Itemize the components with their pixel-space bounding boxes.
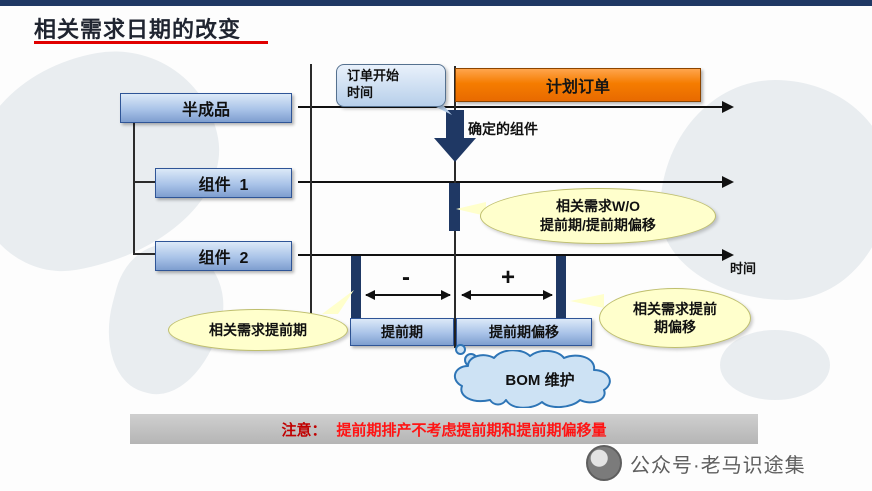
title-underline bbox=[34, 41, 268, 44]
wo-callout-line1: 相关需求W/O bbox=[556, 198, 640, 215]
note-bar: 注意： 提前期排产不考虑提前期和提前期偏移量 bbox=[130, 414, 758, 444]
cloud-shape bbox=[453, 350, 611, 408]
node-component-1: 组件 1 bbox=[155, 168, 292, 198]
thought-bubble-icon bbox=[455, 344, 466, 355]
leadtime-bar bbox=[351, 256, 361, 318]
offset-callout-label: 相关需求提前期偏移 bbox=[633, 300, 717, 335]
down-arrow-icon bbox=[446, 110, 464, 138]
timeline-semifinished bbox=[298, 101, 734, 113]
node-semifinished: 半成品 bbox=[120, 93, 292, 123]
minus-range-arrow bbox=[365, 290, 451, 300]
plus-range-arrow bbox=[461, 290, 553, 300]
planned-order-box: 计划订单 bbox=[455, 68, 701, 102]
world-map-watermark bbox=[660, 80, 872, 300]
bom-maintenance-label: BOM 维护 bbox=[505, 371, 575, 389]
page-title: 相关需求日期的改变 bbox=[34, 17, 242, 42]
plus-sign: + bbox=[500, 264, 515, 291]
hierarchy-connector-component-2 bbox=[133, 253, 155, 255]
callout-tail bbox=[322, 290, 354, 314]
minus-sign: - bbox=[402, 264, 410, 291]
watermark-logo-icon bbox=[586, 445, 622, 481]
watermark: 公众号·老马识途集 bbox=[586, 445, 806, 481]
dependent-requirement-bar-component-1 bbox=[449, 183, 460, 231]
dependent-requirement-offset-callout: 相关需求提前期偏移 bbox=[599, 288, 751, 348]
timeline-component-2 bbox=[298, 249, 734, 261]
leadtime-offset-box: 提前期偏移 bbox=[456, 318, 592, 346]
dependent-requirement-wo-callout: 相关需求W/O 提前期/提前期偏移 bbox=[480, 188, 716, 244]
leadtime-box: 提前期 bbox=[350, 318, 454, 346]
order-start-reference-line bbox=[310, 64, 312, 346]
time-axis-label: 时间 bbox=[730, 261, 757, 276]
dependent-requirement-leadtime-callout: 相关需求提前期 bbox=[168, 309, 348, 351]
note-text: 提前期排产不考虑提前期和提前期偏移量 bbox=[336, 421, 607, 439]
node-component-2: 组件 2 bbox=[155, 241, 292, 271]
order-start-callout-label: 订单开始时间 bbox=[347, 68, 400, 100]
down-arrow-icon bbox=[434, 138, 476, 162]
hierarchy-connector-vertical bbox=[133, 121, 135, 255]
note-prefix: 注意： bbox=[281, 421, 327, 439]
confirmed-component-label: 确定的组件 bbox=[468, 121, 538, 137]
callout-tail bbox=[570, 294, 604, 308]
top-accent-bar bbox=[0, 0, 872, 6]
hierarchy-connector-component-1 bbox=[133, 181, 155, 183]
timeline-component-1 bbox=[298, 176, 734, 188]
world-map-watermark bbox=[720, 330, 830, 400]
offset-bar bbox=[556, 256, 566, 318]
wo-callout-line2: 提前期/提前期偏移 bbox=[540, 217, 656, 233]
order-start-callout: 订单开始时间 bbox=[336, 64, 446, 107]
watermark-text: 公众号·老马识途集 bbox=[630, 454, 806, 477]
